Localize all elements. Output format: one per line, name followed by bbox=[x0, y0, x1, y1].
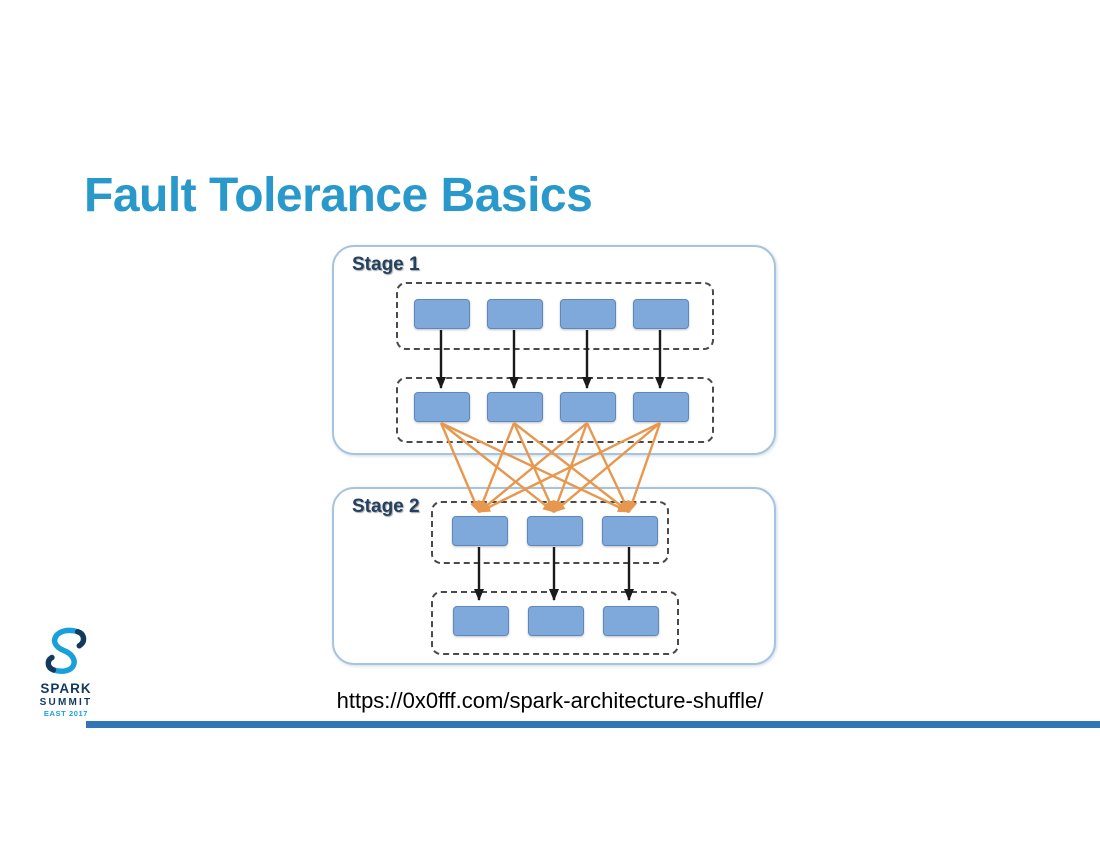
task-box bbox=[528, 606, 584, 636]
spark-summit-logo-icon bbox=[45, 627, 87, 674]
task-box bbox=[633, 392, 689, 422]
stage1-label: Stage 1 bbox=[352, 254, 420, 275]
logo-text-east2017: EAST 2017 bbox=[43, 708, 89, 718]
task-box bbox=[602, 516, 658, 546]
stage2-label: Stage 2 bbox=[352, 496, 420, 517]
task-box bbox=[452, 516, 508, 546]
task-box bbox=[414, 392, 470, 422]
task-box bbox=[603, 606, 659, 636]
task-box bbox=[414, 299, 470, 329]
task-box bbox=[453, 606, 509, 636]
source-url: https://0x0fff.com/spark-architecture-sh… bbox=[336, 688, 764, 713]
logo-text-summit: SUMMIT bbox=[39, 696, 93, 708]
task-box bbox=[560, 392, 616, 422]
task-box bbox=[527, 516, 583, 546]
task-box bbox=[560, 299, 616, 329]
task-box bbox=[633, 299, 689, 329]
slide-title: Fault Tolerance Basics bbox=[84, 169, 593, 222]
bottom-bar bbox=[86, 721, 1100, 728]
spark-summit-logo: SPARK SUMMIT EAST 2017 bbox=[24, 624, 108, 719]
task-box bbox=[487, 392, 543, 422]
stage1-input-task-group bbox=[396, 282, 714, 350]
logo-text-spark: SPARK bbox=[40, 681, 92, 696]
task-box bbox=[487, 299, 543, 329]
stage1-container: Stage 1 bbox=[332, 245, 776, 455]
